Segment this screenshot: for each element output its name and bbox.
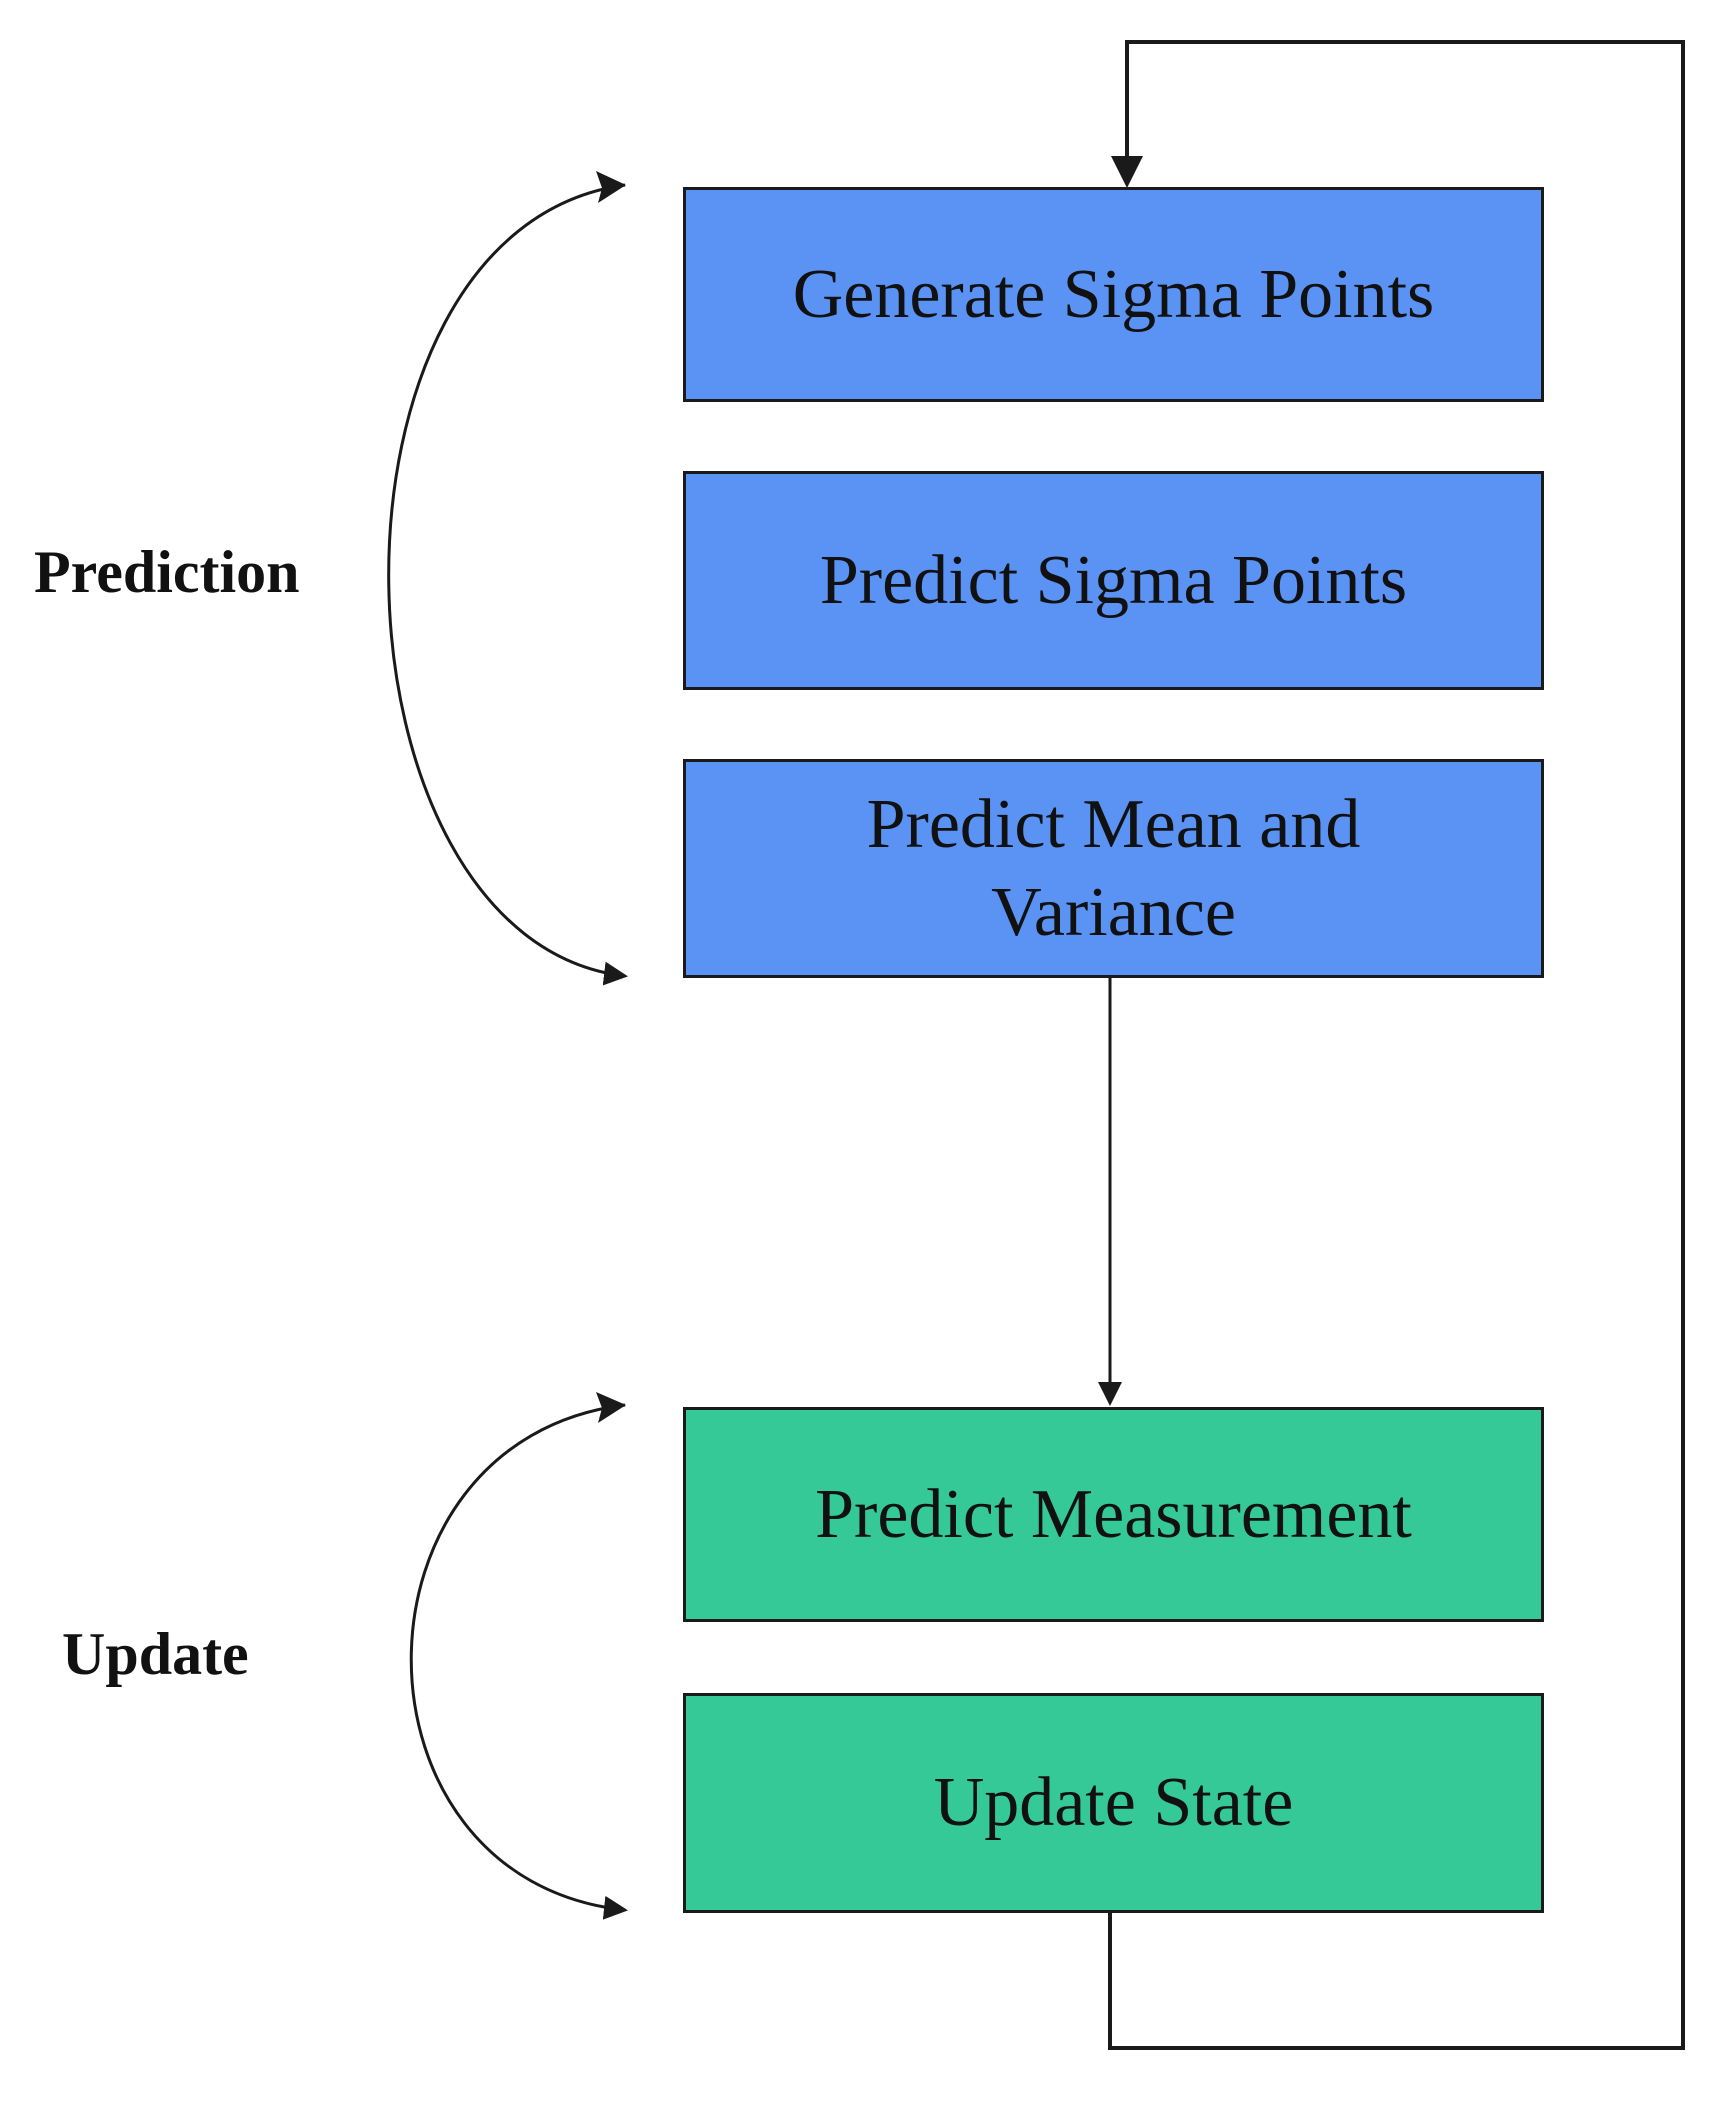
step-predict-sigma-points: Predict Sigma Points (683, 471, 1544, 690)
step-generate-sigma-points: Generate Sigma Points (683, 187, 1544, 402)
feedback-loop-arrow (1108, 40, 1685, 2050)
prediction-arc-top-arrowhead (596, 171, 626, 203)
step-label: Generate Sigma Points (792, 255, 1435, 333)
prediction-bracket-arc (387, 183, 628, 986)
step-predict-measurement: Predict Measurement (683, 1407, 1544, 1622)
prediction-group-label: Prediction (34, 539, 300, 605)
step-label: Predict Mean and Variance (866, 786, 1361, 951)
update-bracket-arc (409, 1403, 628, 1920)
step-label: Update State (933, 1764, 1294, 1842)
step-label: Predict Sigma Points (819, 541, 1408, 619)
step-predict-mean-and-variance: Predict Mean and Variance (683, 759, 1544, 978)
step-update-state: Update State (683, 1693, 1544, 1913)
update-arc-top-arrowhead (596, 1392, 626, 1423)
update-group-label: Update (62, 1621, 249, 1687)
step-label: Predict Measurement (815, 1475, 1412, 1553)
